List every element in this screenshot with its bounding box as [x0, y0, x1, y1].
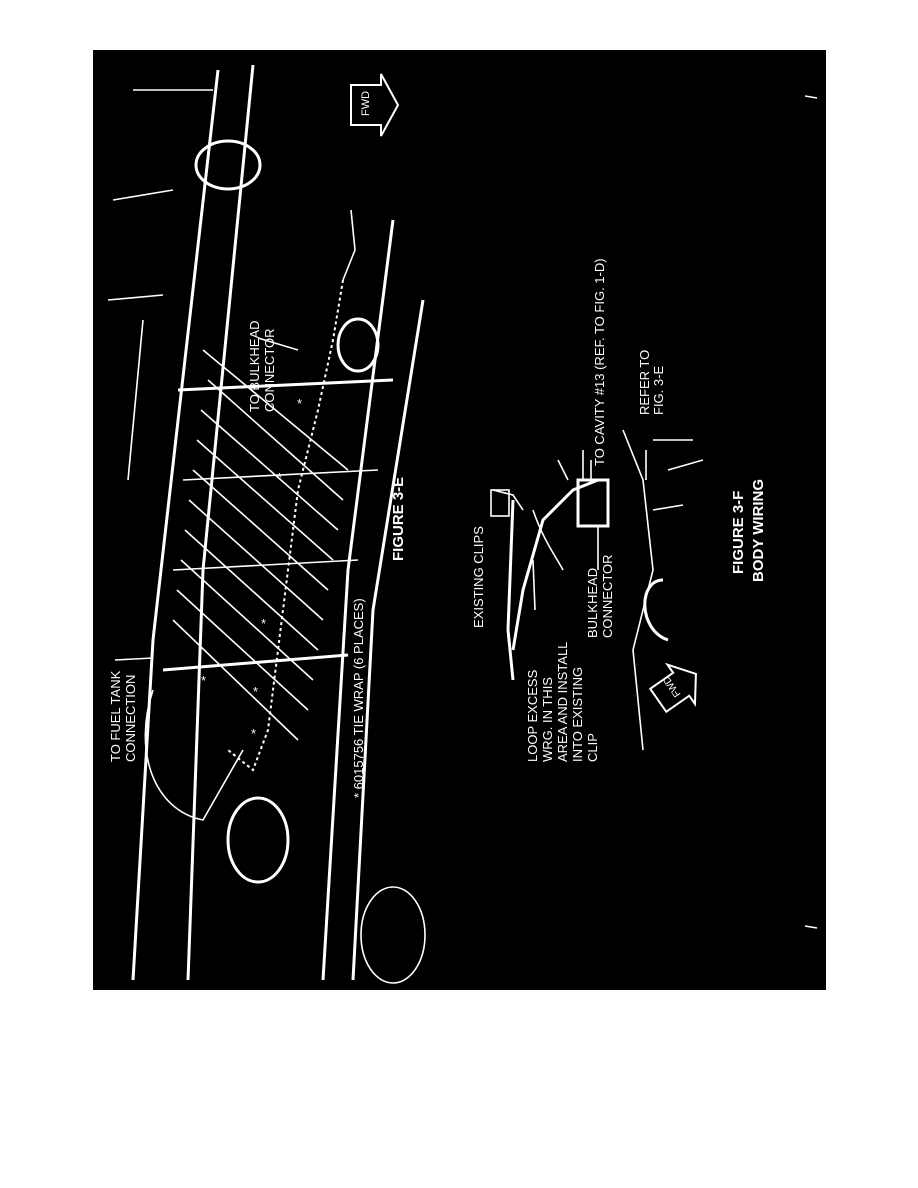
figure-3f-subtitle: BODY WIRING: [750, 479, 767, 582]
frame-rail-left-inner: [186, 64, 255, 981]
frame-rail-left: [131, 69, 220, 981]
label-tie-wrap: * 6015756 TIE WRAP (6 PLACES): [351, 598, 366, 798]
label-cavity: TO CAVITY #13 (REF. TO FIG. 1-D): [592, 258, 607, 466]
label-existing-clips: EXISTING CLIPS: [471, 526, 486, 628]
tie-wrap-marker: *: [201, 673, 206, 688]
label-refer-2: FIG. 3-E: [651, 366, 666, 415]
tie-wrap-marker: *: [253, 684, 258, 699]
body-pillar: [506, 499, 515, 681]
label-loop-1: LOOP EXCESS: [525, 669, 540, 762]
front-spring-pocket: [194, 139, 262, 191]
label-bulkhead-e-1: TO BULKHEAD: [247, 320, 262, 412]
bulkhead-boss: [336, 317, 380, 373]
scan-mark: [804, 925, 818, 929]
leader-loop: [532, 559, 536, 611]
tie-wrap-marker: *: [297, 396, 302, 411]
label-bulkhead-e-2: CONNECTOR: [262, 328, 277, 412]
body-panel-lines: [652, 439, 704, 511]
figure-3f-drawing: [490, 429, 704, 751]
fwd-arrow-icon: FWD: [648, 662, 697, 714]
leader-fuel-tank: [114, 657, 154, 661]
figure-3e-drawing: * * * * * *: [107, 64, 426, 984]
label-bulkhead-f-2: CONNECTOR: [600, 554, 615, 638]
leader-existing-clips: [557, 450, 584, 481]
fuel-tank-outline: [144, 689, 244, 821]
body-line: [127, 319, 144, 481]
scanned-diagram-page: * * * * * * FWD TO FUEL TANK CONNECTION …: [93, 50, 826, 990]
body-panel-edge: [622, 429, 654, 751]
svg-text:FWD: FWD: [360, 91, 372, 116]
figure-3f-title: FIGURE 3-F: [730, 491, 747, 574]
label-refer-1: REFER TO: [637, 350, 652, 415]
rear-axle-housing: [226, 796, 290, 884]
fwd-arrow-icon: FWD: [350, 73, 400, 137]
wiring-harness: [227, 279, 344, 772]
label-loop-5: CLIP: [585, 733, 600, 762]
cross-member-3: [172, 559, 359, 571]
clip-box: [490, 489, 510, 517]
wire-segment-1: [532, 509, 564, 571]
harness-branch: [342, 209, 356, 281]
label-fuel-tank-1: TO FUEL TANK: [108, 670, 123, 762]
label-bulkhead-f-1: BULKHEAD: [585, 568, 600, 638]
bulkhead-connector-shape: [576, 478, 610, 528]
figure-3e-title: FIGURE 3-E: [390, 477, 407, 561]
cross-member-1: [177, 378, 394, 392]
label-loop-4: INTO EXISTING: [570, 667, 585, 762]
leader-bulkhead: [257, 337, 299, 351]
frame-rail-right-outer: [351, 299, 425, 981]
label-loop-3: AREA AND INSTALL: [555, 642, 570, 762]
tie-wrap-marker: *: [251, 726, 256, 741]
floor-pan-ribs: [172, 349, 349, 741]
scan-mark: [804, 95, 818, 99]
tie-wrap-markers: * * * * * *: [201, 396, 302, 741]
wheel-arch: [643, 578, 669, 642]
cross-member-2: [182, 469, 379, 481]
rear-wheel-well: [360, 886, 426, 984]
frame-details: [107, 89, 213, 301]
label-loop-2: WRG. IN THIS: [540, 677, 555, 762]
existing-clip-upper: [492, 489, 524, 511]
tie-wrap-marker: *: [261, 616, 266, 631]
diagram-svg: * * * * * * FWD TO FUEL TANK CONNECTION …: [107, 64, 818, 984]
wire-loop: [511, 478, 599, 651]
tie-wrap-marker: *: [277, 470, 282, 485]
label-fuel-tank-2: CONNECTION: [123, 675, 138, 762]
